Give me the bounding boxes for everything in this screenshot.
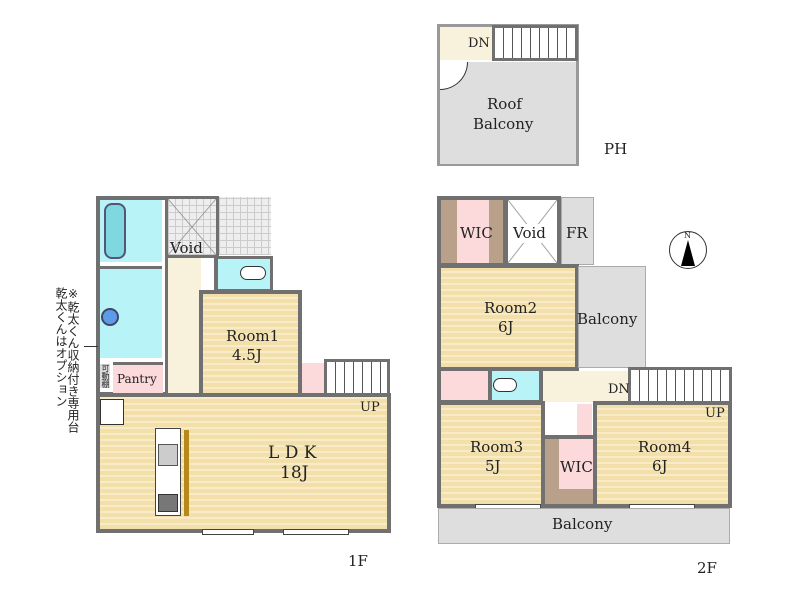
- window: [283, 529, 349, 535]
- compass-icon: N: [669, 231, 707, 269]
- roof-balcony-label-2: Balcony: [473, 115, 534, 133]
- stairs-1f-up: UP: [360, 400, 380, 415]
- bathtub-icon: [104, 203, 126, 259]
- entrance-porch: [219, 197, 271, 255]
- wic-bottom-inner: [559, 439, 593, 489]
- room4-size: 6J: [652, 457, 668, 475]
- room4: [593, 401, 732, 508]
- room2-name: Room2: [484, 299, 538, 317]
- hallway-2f: [543, 371, 633, 402]
- note-line-1: ※乾太くん収納付き専用台: [66, 287, 80, 433]
- hallway-1f: [165, 258, 201, 395]
- ldk-size: 18J: [280, 463, 309, 483]
- closet-small: [577, 404, 592, 437]
- void-cross: [168, 199, 216, 255]
- washing-machine-icon: [101, 308, 119, 326]
- roof-balcony-label-1: Roof: [487, 95, 522, 113]
- balcony-bottom-label: Balcony: [552, 515, 613, 533]
- balcony-side: [578, 266, 646, 368]
- note-line-2: 乾太くんはオプション: [54, 287, 68, 407]
- closet-1f: [302, 363, 326, 393]
- ph-level-label: PH: [604, 140, 628, 158]
- void-1f-label: Void: [170, 239, 203, 257]
- toilet-icon: [240, 266, 266, 280]
- stairs-2f[interactable]: [628, 367, 732, 404]
- ldk: [96, 393, 391, 533]
- wic-top-inner: [457, 200, 489, 263]
- room2: [437, 264, 579, 371]
- room3-size: 5J: [485, 457, 501, 475]
- stairs-1f[interactable]: [324, 359, 390, 397]
- room1-size: 4.5J: [232, 346, 262, 364]
- counter-wall: [184, 430, 189, 516]
- stove-icon: [158, 494, 178, 512]
- wic-bottom-label: WIC: [560, 458, 593, 476]
- closet-2f: [437, 367, 492, 404]
- balcony-side-label: Balcony: [577, 310, 638, 328]
- ph-dn-label: DN: [468, 36, 490, 51]
- room2-size: 6J: [498, 318, 514, 336]
- toilet-2f-icon: [493, 378, 517, 392]
- balcony-bottom: [438, 508, 730, 544]
- roof-balcony: [440, 62, 576, 164]
- fridge-space: [100, 399, 124, 425]
- dn-label: DN: [608, 382, 630, 397]
- void-2f-label: Void: [513, 224, 546, 243]
- window: [202, 529, 254, 535]
- pantry-label: Pantry: [117, 372, 157, 386]
- room4-name: Room4: [638, 438, 692, 456]
- ldk-name: L D K: [268, 443, 317, 463]
- ph-landing: [440, 27, 492, 60]
- fr-storage: [561, 197, 594, 265]
- pantry: [113, 362, 163, 394]
- floor2-level-label: 2F: [697, 559, 717, 577]
- up-label: UP: [705, 406, 725, 421]
- wic-top-label: WIC: [460, 224, 493, 242]
- room1: [199, 290, 302, 397]
- room1-name: Room1: [226, 327, 280, 345]
- sink-icon: [158, 444, 178, 466]
- compass-north: N: [684, 231, 691, 240]
- ph-stairs[interactable]: [492, 25, 578, 61]
- floor1-level-label: 1F: [348, 552, 368, 570]
- shelf-label: 可動棚: [100, 364, 110, 388]
- note-leader-line: [84, 346, 98, 347]
- fr-label: FR: [566, 224, 588, 242]
- room3-name: Room3: [470, 438, 524, 456]
